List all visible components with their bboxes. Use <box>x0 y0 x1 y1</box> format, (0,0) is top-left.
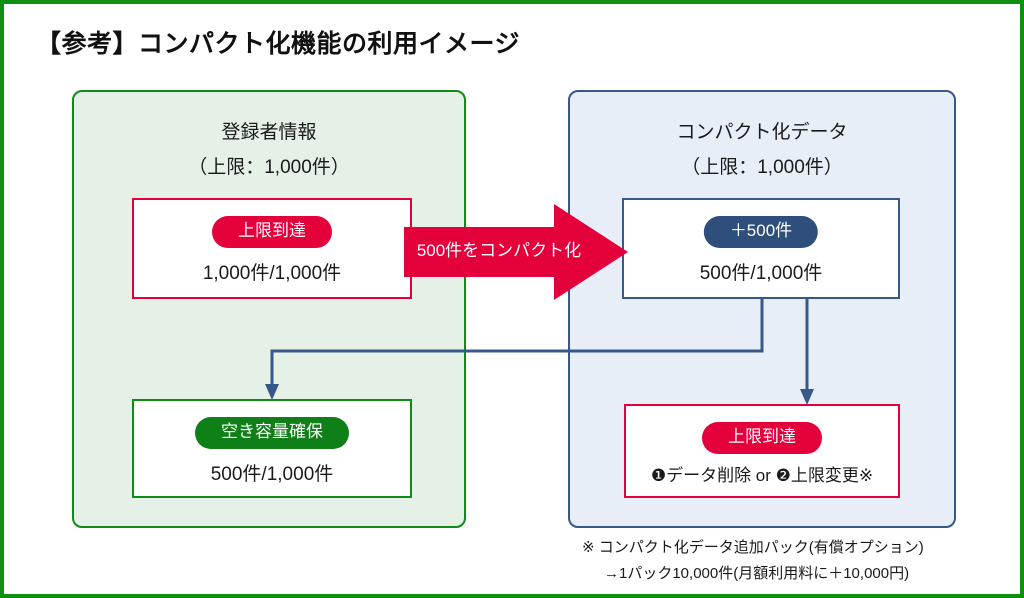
arrowhead-to-limit-box <box>800 389 814 405</box>
compaction-arrow-label: 500件をコンパクト化 <box>416 241 582 260</box>
status-badge-limit-reached-2: 上限到達 <box>702 422 822 454</box>
free-capacity-metric: 500件/1,000件 <box>210 464 334 485</box>
source-capacity-box: 上限到達 1,000件/1,000件 <box>132 198 412 299</box>
right-panel-subheading: （上限：1,000件） <box>681 157 843 178</box>
page-title: 【参考】コンパクト化機能の利用イメージ <box>36 30 521 58</box>
free-capacity-box: 空き容量確保 500件/1,000件 <box>132 399 412 498</box>
compaction-arrow-icon <box>404 204 628 300</box>
footnote-line-2: →1パック10,000件(月額利用料に＋10,000円) <box>604 565 910 583</box>
footnote-line-1: ※ コンパクト化データ追加パック(有償オプション) <box>582 539 924 556</box>
connector-lines <box>265 299 814 405</box>
destination-capacity-box: ＋500件 500件/1,000件 <box>622 198 900 299</box>
destination-capacity-metric: 500件/1,000件 <box>699 263 823 284</box>
left-panel-subheading: （上限：1,000件） <box>188 157 350 178</box>
limit-action-options: ❶データ削除 or ❷上限変更※ <box>650 466 874 485</box>
left-panel-heading: 登録者情報 <box>221 122 317 143</box>
footnote: ※ コンパクト化データ追加パック(有償オプション) →1パック10,000件(月… <box>582 535 924 588</box>
status-badge-limit-reached: 上限到達 <box>212 216 332 248</box>
connector-dest-to-free <box>270 299 764 389</box>
status-badge-plus-500: ＋500件 <box>703 216 819 248</box>
source-capacity-metric: 1,000件/1,000件 <box>202 263 342 284</box>
limit-reached-action-box: 上限到達 ❶データ削除 or ❷上限変更※ <box>624 404 900 498</box>
arrowhead-to-free-box <box>265 384 279 400</box>
status-badge-free-capacity: 空き容量確保 <box>195 417 349 449</box>
right-panel-heading: コンパクト化データ <box>676 122 848 143</box>
